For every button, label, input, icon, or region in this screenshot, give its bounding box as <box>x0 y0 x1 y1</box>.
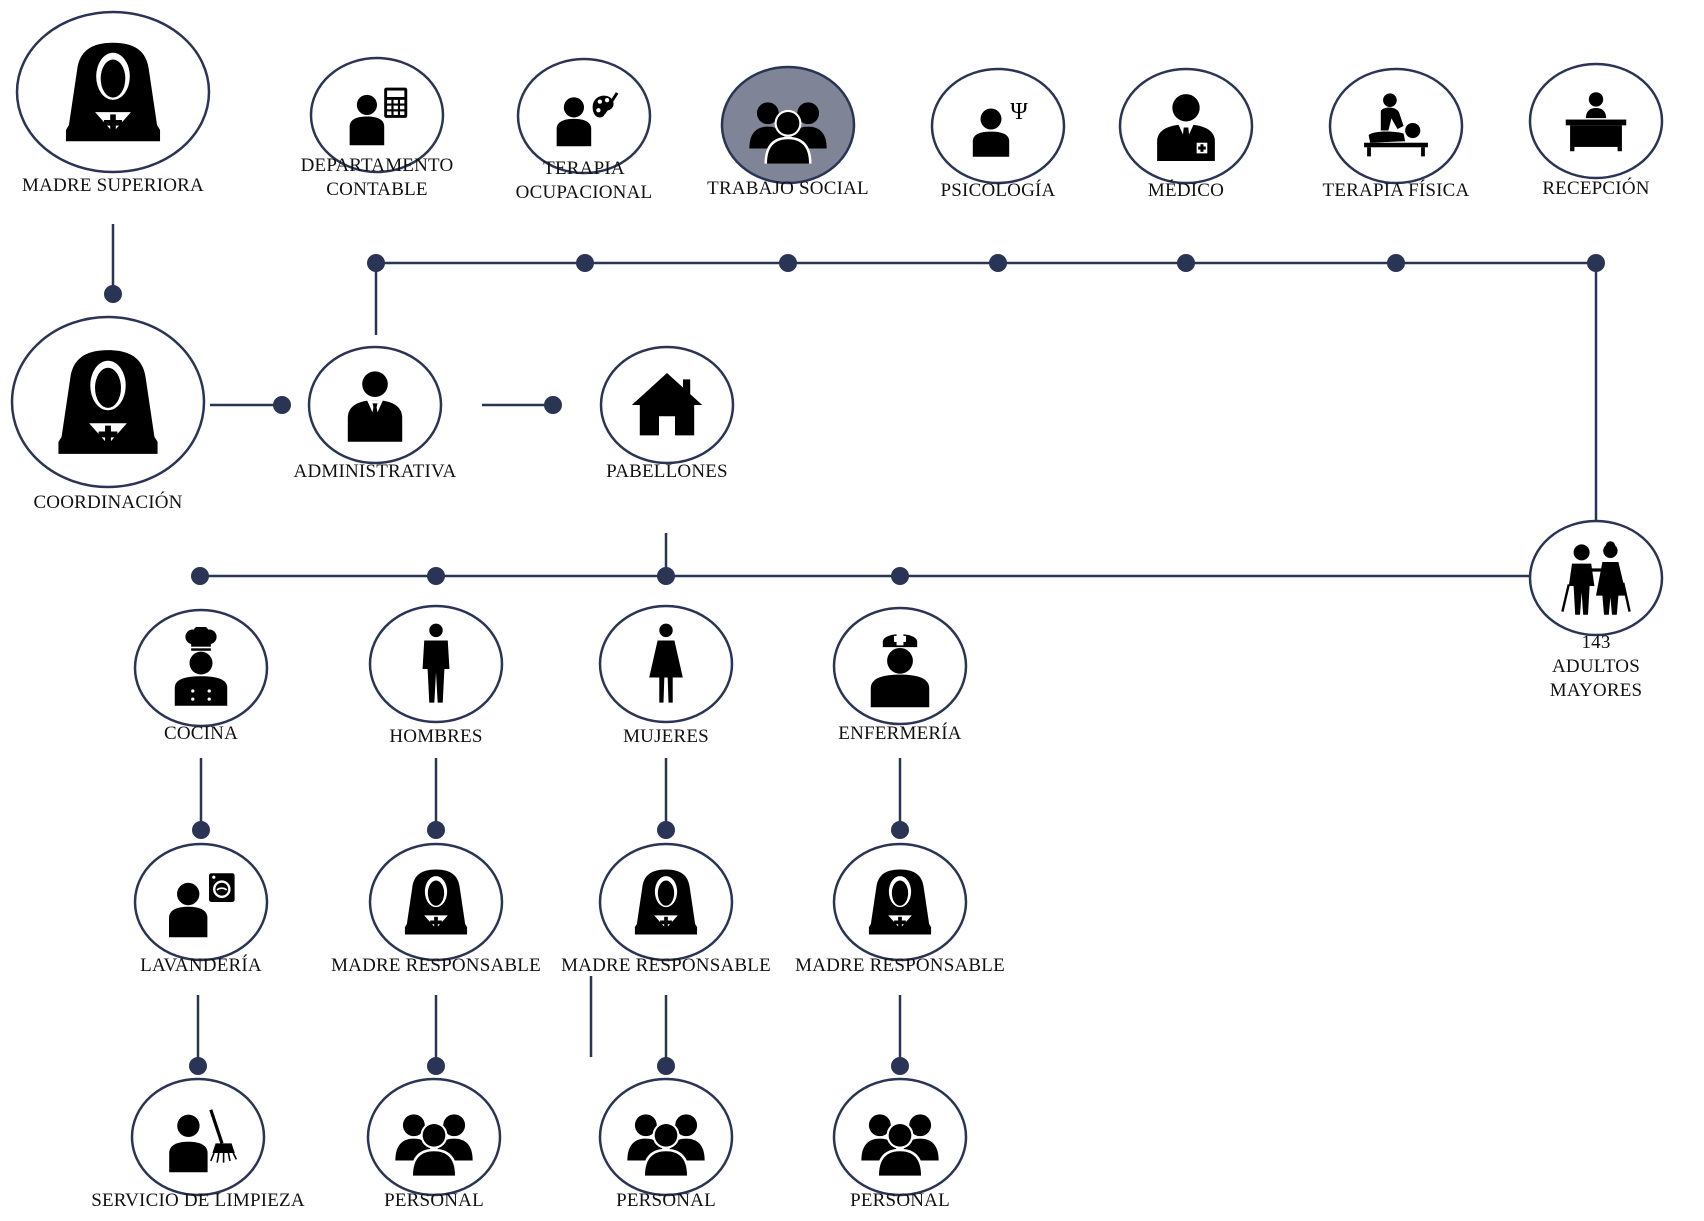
node-trabajo-social <box>720 65 856 185</box>
connector-dot <box>427 567 445 585</box>
node-hombres <box>368 604 504 724</box>
node-label-pabellones: PABELLONES <box>606 461 728 482</box>
connector-dots <box>104 254 1605 1075</box>
node-terapia-ocupacional <box>516 57 652 175</box>
connector-dot <box>427 821 445 839</box>
connector-dot <box>1587 254 1605 272</box>
node-label-administrativa: ADMINISTRATIVA <box>293 461 457 482</box>
connector-dot <box>1387 254 1405 272</box>
node-personal-enfermeria <box>832 1077 968 1197</box>
node-madre-responsable-mujeres <box>598 842 734 962</box>
node-departamento-contable <box>309 56 445 174</box>
node-circle <box>130 1077 266 1197</box>
node-madre-responsable-enfermeria <box>832 842 968 962</box>
node-personal-mujeres <box>598 1077 734 1197</box>
node-circle <box>516 57 652 175</box>
node-label-personal-enfermeria: PERSONAL <box>850 1190 950 1211</box>
node-label-madre-responsable-enfermeria: MADRE RESPONSABLE <box>795 955 1005 976</box>
node-label-recepcion: RECEPCIÓN <box>1542 178 1650 199</box>
node-label-hombres: HOMBRES <box>389 726 483 747</box>
node-label-trabajo-social: TRABAJO SOCIAL <box>707 178 869 199</box>
node-layer <box>10 10 1664 1197</box>
node-cocina <box>133 608 269 728</box>
connector-dot <box>891 1057 909 1075</box>
node-terapia-fisica <box>1328 67 1464 185</box>
connector-dot <box>1177 254 1195 272</box>
node-circle <box>1528 519 1664 637</box>
node-circle <box>133 842 269 962</box>
node-psicologia <box>930 67 1066 185</box>
node-recepcion <box>1528 62 1664 180</box>
connector-dot <box>104 285 122 303</box>
node-servicio-limpieza <box>130 1077 266 1197</box>
connector-dot <box>427 1057 445 1075</box>
connector-dot <box>189 1057 207 1075</box>
node-label-coordinacion: COORDINACIÓN <box>33 492 183 513</box>
node-label-adultos-mayores: 143 ADULTOS MAYORES <box>1549 632 1643 701</box>
node-label-personal-mujeres: PERSONAL <box>616 1190 716 1211</box>
node-circle <box>309 56 445 174</box>
connector-dot <box>273 396 291 414</box>
connector-dot <box>891 567 909 585</box>
node-coordinacion <box>10 315 206 489</box>
connector-dot <box>191 567 209 585</box>
connector-dot <box>891 821 909 839</box>
node-label-enfermeria: ENFERMERÍA <box>838 723 962 744</box>
node-label-lavanderia: LAVANDERÍA <box>140 955 262 976</box>
node-label-terapia-fisica: TERAPIA FÍSICA <box>1322 180 1470 201</box>
node-label-terapia-ocupacional: TERAPIA OCUPACIONAL <box>515 158 653 203</box>
node-personal-hombres <box>366 1077 502 1197</box>
node-label-medico: MÉDICO <box>1147 180 1225 201</box>
node-enfermeria <box>832 606 968 726</box>
node-label-mujeres: MUJERES <box>623 726 709 747</box>
node-label-cocina: COCINA <box>163 723 239 744</box>
node-administrativa <box>307 345 443 465</box>
node-label-madre-responsable-hombres: MADRE RESPONSABLE <box>331 955 541 976</box>
node-madre-superiora <box>15 10 211 174</box>
node-label-servicio-limpieza: SERVICIO DE LIMPIEZA <box>91 1190 305 1211</box>
node-label-psicologia: PSICOLOGÍA <box>940 180 1056 201</box>
connector-dot <box>779 254 797 272</box>
node-adultos-mayores <box>1528 519 1664 637</box>
node-lavanderia <box>133 842 269 962</box>
node-label-personal-hombres: PERSONAL <box>384 1190 484 1211</box>
connector-dot <box>367 254 385 272</box>
node-label-madre-responsable-mujeres: MADRE RESPONSABLE <box>561 955 771 976</box>
node-mujeres <box>598 604 734 724</box>
node-pabellones <box>599 345 735 465</box>
node-madre-responsable-hombres <box>368 842 504 962</box>
connector-dot <box>576 254 594 272</box>
connector-dot <box>989 254 1007 272</box>
connector-dot <box>192 821 210 839</box>
connector-dot <box>657 821 675 839</box>
node-label-departamento-contable: DEPARTAMENTO CONTABLE <box>300 155 454 200</box>
connector-dot <box>544 396 562 414</box>
connector-dot <box>657 567 675 585</box>
node-label-madre-superiora: MADRE SUPERIORA <box>22 175 204 196</box>
node-medico <box>1118 67 1254 185</box>
connector-dot <box>657 1057 675 1075</box>
